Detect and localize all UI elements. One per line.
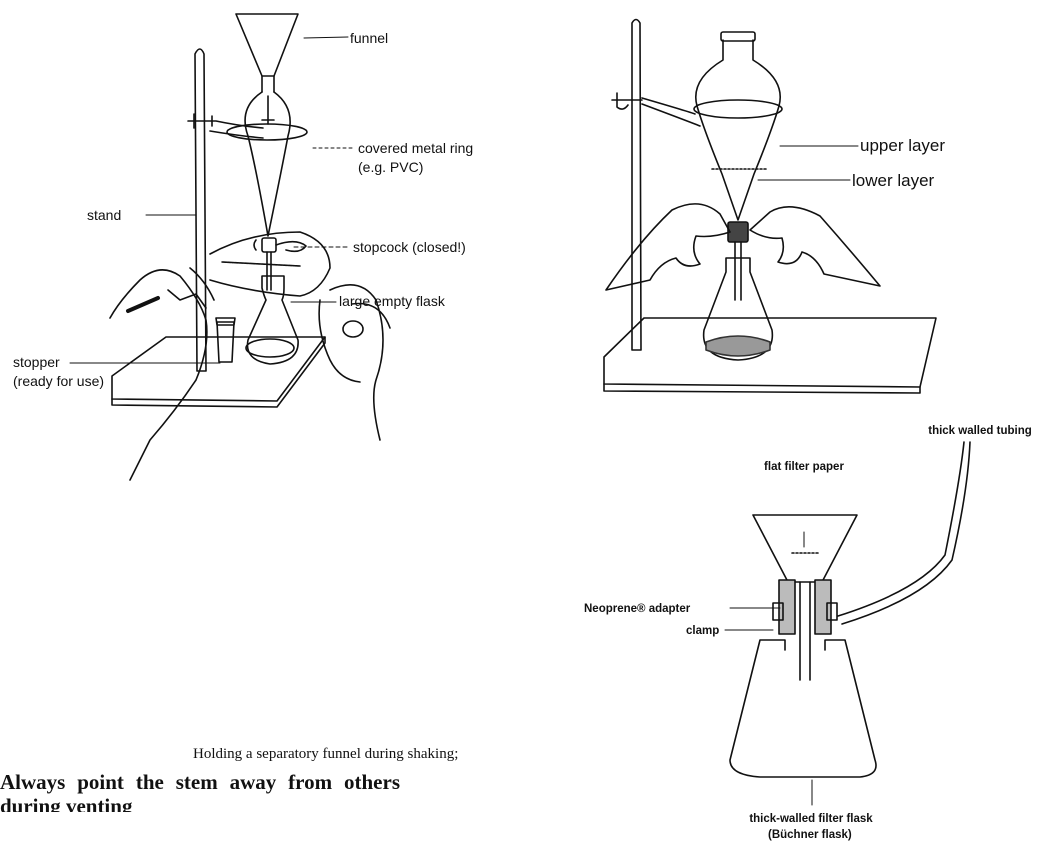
label-tubing: thick walled tubing [928,425,1032,437]
label-upper-layer: upper layer [860,136,945,155]
label-flask: large empty flask [339,293,446,309]
buchner-funnel [753,515,857,582]
funnel-cone [236,14,298,76]
label-clamp: clamp [686,625,719,637]
stand-rod-2 [632,20,641,351]
stopper [216,318,235,362]
left-hand-shaking [110,268,214,480]
label-ring: covered metal ring [358,140,473,156]
receiving-flask [247,276,298,364]
label-filter-flask-note: (Büchner flask) [768,829,852,841]
label-stopcock: stopcock (closed!) [353,239,466,255]
label-adapter: Neoprene® adapter [584,603,691,615]
clamp-boss [188,114,263,138]
draining-panel [604,20,936,394]
metal-ring [227,124,307,140]
separatory-bulb-2 [696,40,780,220]
label-stopper-note: (ready for use) [13,373,104,389]
stopcock-2 [728,222,748,242]
filtration-panel [725,442,970,805]
right-hand [750,207,880,286]
label-lower-layer: lower layer [852,171,935,190]
vacuum-tubing [838,442,970,624]
neoprene-adapter [779,580,831,634]
shaking-caption: Holding a separatory funnel during shaki… [193,746,458,763]
filter-flask [730,640,876,777]
label-stopper: stopper [13,354,60,370]
label-filter-paper: flat filter paper [764,461,844,473]
stopcock [262,238,276,252]
safety-warning-line2: during venting [0,794,132,812]
stand-rod [195,49,206,371]
label-stand: stand [87,207,121,223]
safety-warning-line1: Always point the stem away from others [0,770,400,794]
stand-base-2 [604,318,936,387]
left-hand [606,204,730,290]
label-ring-note: (e.g. PVC) [358,159,423,175]
label-filter-flask: thick-walled filter flask [749,813,873,825]
shaking-panel [110,232,390,480]
label-funnel: funnel [350,30,388,46]
